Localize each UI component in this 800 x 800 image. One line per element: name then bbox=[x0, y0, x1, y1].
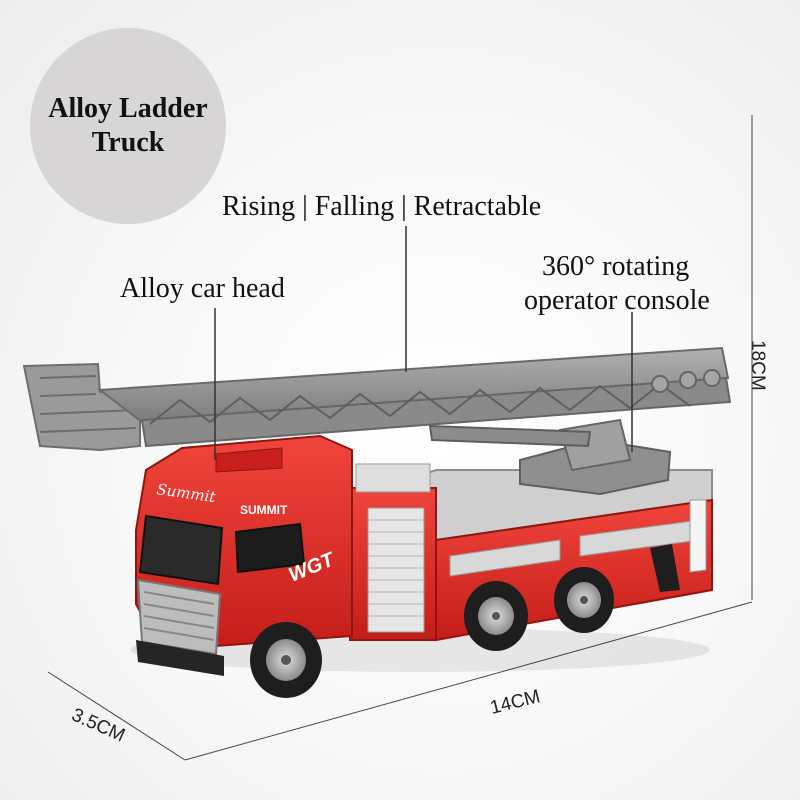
rear-wheel-2 bbox=[554, 567, 614, 633]
console-callout-line-1: 360° rotating bbox=[542, 251, 690, 282]
ladder-top-beam bbox=[97, 346, 730, 424]
ladder-bottom-beam bbox=[140, 376, 732, 448]
length-line bbox=[184, 601, 753, 761]
front-grille bbox=[136, 578, 222, 656]
badge-line-1: Alloy Ladder bbox=[48, 93, 208, 124]
pump-module bbox=[349, 463, 437, 641]
rear-step-ladder bbox=[689, 499, 707, 573]
basket-rails bbox=[39, 375, 137, 433]
callout-leaders bbox=[214, 226, 633, 460]
grille-bars bbox=[143, 591, 215, 641]
ladder-pulley-1 bbox=[651, 375, 669, 393]
wheels bbox=[250, 544, 680, 698]
shutter-slats bbox=[368, 519, 424, 617]
ladder-callout-label: Rising | Falling | Retractable bbox=[222, 191, 542, 222]
rear-wheel-1 bbox=[464, 581, 528, 651]
ladder-truss bbox=[149, 382, 691, 425]
ladder bbox=[22, 346, 732, 452]
badge-title: Alloy Ladder Truck bbox=[38, 92, 218, 160]
front-bumper bbox=[136, 640, 224, 676]
head-callout-label: Alloy car head bbox=[120, 273, 285, 304]
turntable-console bbox=[428, 418, 672, 496]
roller-shutter bbox=[367, 507, 425, 633]
width-line bbox=[47, 671, 186, 761]
ladder-pulley-3 bbox=[703, 369, 721, 387]
console-callout-line-2: operator console bbox=[524, 285, 710, 316]
ladder-pulley-2 bbox=[679, 371, 697, 389]
top-rail bbox=[355, 463, 431, 493]
front-wheel bbox=[250, 622, 322, 698]
cab-brand-text: SUMMIT bbox=[240, 503, 288, 517]
roof-light bbox=[215, 447, 283, 473]
dimension-lines bbox=[47, 115, 753, 761]
rear-mudflap bbox=[650, 544, 680, 592]
hydraulic-cylinder bbox=[428, 424, 592, 448]
title-badge: Alloy Ladder Truck bbox=[30, 28, 226, 224]
badge-line-2: Truck bbox=[91, 127, 165, 158]
cab: Summit SUMMIT WGT bbox=[135, 434, 353, 676]
side-window bbox=[234, 522, 306, 574]
windshield bbox=[138, 514, 224, 586]
